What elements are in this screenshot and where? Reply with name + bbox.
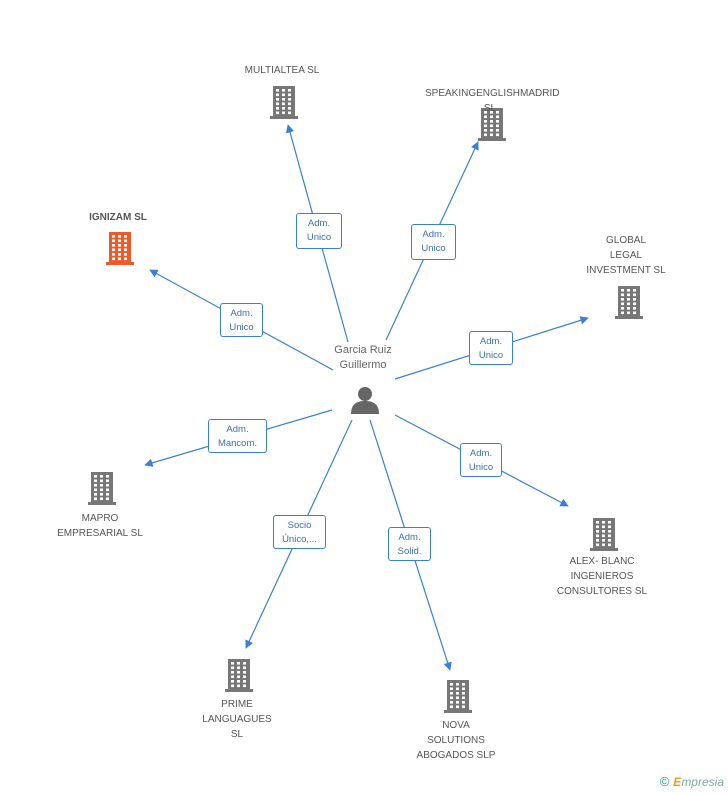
brand-name: mpresia — [681, 775, 724, 789]
relation-badge-multialtea: Adm. Unico — [296, 213, 342, 249]
relation-badge-speaking: Adm. Unico — [411, 224, 456, 260]
brand-first-letter: E — [673, 775, 682, 789]
company-label-mapro[interactable]: MAPRO EMPRESARIAL SL — [57, 513, 143, 539]
copyright-symbol: © — [659, 774, 670, 789]
company-label-ignizam[interactable]: IGNIZAM SL — [89, 212, 147, 223]
building-icon-global[interactable] — [613, 284, 645, 320]
building-icon-multialtea[interactable] — [268, 84, 300, 120]
company-label-prime[interactable]: PRIME LANGUAGUES SL — [202, 699, 272, 740]
relation-badge-prime: Socio Único,... — [273, 515, 326, 549]
relation-badge-alex: Adm. Unico — [460, 443, 502, 477]
relation-badge-mapro: Adm. Mancom. — [208, 419, 267, 453]
company-label-nova[interactable]: NOVA SOLUTIONS ABOGADOS SLP — [416, 720, 496, 761]
company-label-multialtea[interactable]: MULTIALTEA SL — [244, 65, 320, 76]
building-icon-alex[interactable] — [588, 516, 620, 552]
building-icon-prime[interactable] — [223, 657, 255, 693]
relation-badge-ignizam: Adm. Unico — [220, 303, 263, 337]
person-icon[interactable] — [350, 386, 380, 414]
brand-watermark: ©Empresia — [660, 774, 724, 789]
building-icon-speaking[interactable] — [476, 106, 508, 142]
person-name[interactable]: Garcia Ruiz Guillermo — [334, 344, 392, 371]
relation-badge-global: Adm. Unico — [469, 331, 513, 365]
building-icon-ignizam[interactable] — [104, 230, 136, 266]
company-label-speaking[interactable]: SPEAKINGENGLISHMADRID SL — [425, 88, 560, 114]
building-icon-nova[interactable] — [442, 678, 474, 714]
company-label-global[interactable]: GLOBAL LEGAL INVESTMENT SL — [586, 235, 666, 276]
building-icon-mapro[interactable] — [86, 470, 118, 506]
relation-badge-nova: Adm. Solid. — [388, 527, 431, 561]
company-label-alex[interactable]: ALEX- BLANC INGENIEROS CONSULTORES SL — [556, 556, 648, 597]
